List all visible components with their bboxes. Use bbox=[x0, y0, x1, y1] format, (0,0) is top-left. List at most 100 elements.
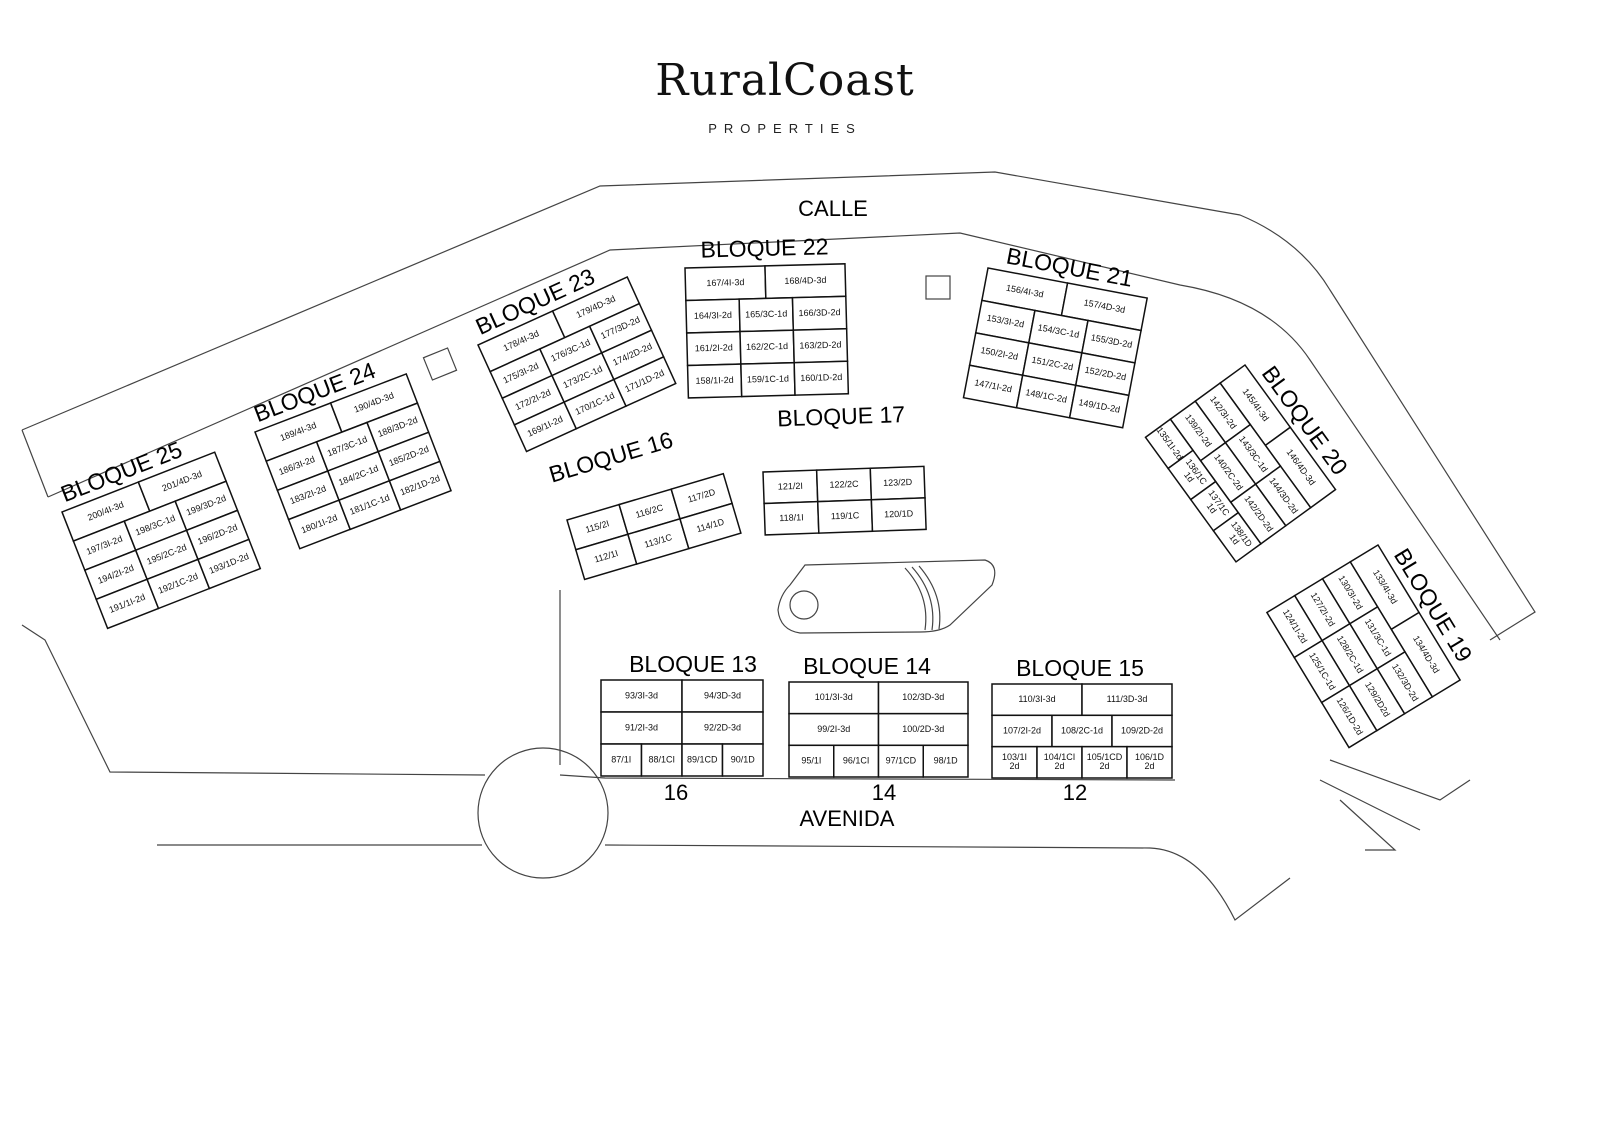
unit-cell[interactable]: 102/3D-3d bbox=[877, 681, 969, 715]
unit-cell[interactable]: 165/3C-1d bbox=[738, 296, 795, 333]
unit-cell[interactable]: 193/1D-2d bbox=[197, 538, 262, 590]
unit-cell[interactable]: 199/3D-2d bbox=[174, 480, 239, 532]
unit-cell[interactable]: 174/2D-2d bbox=[600, 329, 665, 381]
unit-cell[interactable]: 201/4D-3d bbox=[137, 451, 228, 513]
unit-cell[interactable]: 185/2D-2d bbox=[377, 431, 441, 482]
unit-cell[interactable]: 196/2D-2d bbox=[185, 509, 250, 561]
block-label: BLOQUE 15 bbox=[1016, 655, 1144, 681]
unit-cell[interactable]: 152/2D-2d bbox=[1074, 352, 1136, 397]
unit-cell[interactable]: 87/1I bbox=[600, 743, 643, 777]
unit-cell[interactable]: 162/2C-1d bbox=[739, 329, 795, 365]
unit-cell[interactable]: 182/1D-2d bbox=[388, 460, 453, 511]
unit-cell[interactable]: 125/1C-1d bbox=[1293, 639, 1351, 704]
block-bloque-16: BLOQUE 16115/2I116/2C117/2D112/1I113/1C1… bbox=[546, 426, 742, 581]
unit-cell[interactable]: 124/1I-2d bbox=[1265, 594, 1324, 659]
unit-cell[interactable]: 149/1D-2d bbox=[1068, 384, 1130, 429]
blocks: BLOQUE 25200/4I-3d201/4D-3d197/3I-2d198/… bbox=[57, 233, 1478, 779]
unit-outline bbox=[1081, 683, 1173, 717]
unit-cell[interactable]: 168/4D-3d bbox=[764, 263, 847, 300]
unit-cell[interactable]: 166/3D-2d bbox=[791, 295, 848, 331]
unit-cell[interactable]: 155/3D-2d bbox=[1080, 319, 1142, 364]
unit-cell[interactable]: 121/2I bbox=[762, 469, 819, 505]
unit-cell[interactable]: 92/2D-3d bbox=[681, 711, 764, 745]
unit-cell[interactable]: 171/1D-2d bbox=[612, 355, 677, 408]
unit-cell[interactable]: 118/1I bbox=[763, 500, 820, 536]
unit-cell[interactable]: 153/3I-2d bbox=[974, 299, 1036, 344]
avenida-bottom-edge bbox=[157, 844, 1291, 921]
unit-cell[interactable]: 98/1D bbox=[922, 744, 969, 778]
unit-cell[interactable]: 177/3D-2d bbox=[588, 302, 653, 354]
unit-cell[interactable]: 135/1I-2d bbox=[1144, 418, 1195, 470]
unit-cell[interactable]: 137/1C1d bbox=[1189, 480, 1240, 532]
unit-cell[interactable]: 122/2C bbox=[815, 467, 873, 503]
unit-cell[interactable]: 123/2D bbox=[869, 465, 926, 501]
unit-cell[interactable]: 154/3C-1d bbox=[1027, 309, 1089, 354]
unit-cell[interactable]: 95/1I bbox=[788, 744, 835, 778]
unit-cell[interactable]: 90/1D bbox=[721, 743, 764, 777]
unit-cell[interactable]: 167/4I-3d bbox=[684, 265, 767, 302]
unit-cell[interactable]: 111/3D-3d bbox=[1081, 683, 1173, 717]
unit-label: 162/2C-1d bbox=[746, 341, 788, 352]
unit-cell[interactable]: 88/1CI bbox=[640, 743, 683, 777]
unit-cell[interactable]: 110/3I-3d bbox=[991, 683, 1083, 717]
unit-outline bbox=[877, 712, 969, 747]
unit-cell[interactable]: 159/1C-1d bbox=[740, 361, 796, 398]
unit-cell[interactable]: 186/3I-2d bbox=[265, 440, 329, 492]
unit-label-line: 106/1D bbox=[1135, 752, 1165, 762]
unit-label: 87/1I bbox=[611, 754, 631, 764]
unit-outline bbox=[1126, 745, 1173, 779]
unit-cell[interactable]: 132/3D-2d bbox=[1376, 650, 1434, 715]
unit-cell[interactable]: 94/3D-3d bbox=[681, 679, 764, 713]
unit-cell[interactable]: 158/1I-2d bbox=[686, 363, 743, 399]
unit-cell[interactable]: 120/1D bbox=[870, 497, 927, 532]
unit-cell[interactable]: 164/3I-2d bbox=[685, 298, 741, 334]
pool-steps bbox=[904, 565, 941, 631]
unit-cell[interactable]: 192/1C-2d bbox=[146, 558, 211, 610]
unit-cell[interactable]: 188/3D-2d bbox=[366, 402, 430, 453]
unit-cell[interactable]: 109/2D-2d bbox=[1111, 714, 1173, 748]
unit-cell[interactable]: 129/2D2d bbox=[1348, 667, 1406, 732]
unit-cell[interactable]: 131/3C-1d bbox=[1348, 605, 1406, 670]
unit-cell[interactable]: 148/1C-2d bbox=[1015, 374, 1077, 419]
unit-cell[interactable]: 108/2C-1d bbox=[1051, 714, 1113, 748]
unit-outline bbox=[600, 679, 683, 713]
unit-cell[interactable]: 179/4D-3d bbox=[551, 275, 641, 339]
unit-cell[interactable]: 126/1D-2d bbox=[1320, 684, 1378, 749]
unit-cell[interactable]: 101/3I-3d bbox=[788, 681, 880, 715]
unit-cell[interactable]: 161/2I-2d bbox=[685, 330, 742, 367]
unit-cell[interactable]: 160/1D-2d bbox=[793, 360, 850, 396]
unit-cell[interactable]: 93/3I-3d bbox=[600, 679, 683, 713]
unit-cell[interactable]: 195/2C-2d bbox=[134, 529, 199, 581]
unit-cell[interactable]: 170/1C-1d bbox=[563, 378, 628, 430]
unit-cell[interactable]: 100/2D-3d bbox=[877, 712, 969, 747]
unit-cell[interactable]: 97/1CD bbox=[877, 744, 924, 778]
unit-cell[interactable]: 169/1I-2d bbox=[513, 401, 578, 453]
unit-cell[interactable]: 197/3I-2d bbox=[72, 520, 137, 572]
unit-cell[interactable]: 127/2I-2d bbox=[1293, 577, 1351, 642]
unit-cell[interactable]: 89/1CD bbox=[681, 743, 724, 777]
unit-cell[interactable]: 133/4I-3d bbox=[1349, 543, 1421, 631]
unit-cell[interactable]: 189/4I-3d bbox=[254, 402, 343, 463]
unit-cell[interactable]: 190/4D-3d bbox=[329, 372, 419, 434]
unit-cell[interactable]: 157/4D-3d bbox=[1060, 282, 1149, 332]
unit-cell[interactable]: 107/2I-2d bbox=[991, 714, 1053, 748]
unit-cell[interactable]: 183/2I-2d bbox=[276, 470, 340, 521]
unit-cell[interactable]: 163/2D-2d bbox=[792, 328, 849, 364]
unit-cell[interactable]: 99/2I-3d bbox=[788, 712, 880, 747]
unit-cell[interactable]: 114/1D bbox=[679, 502, 742, 550]
unit-cell[interactable]: 113/1C bbox=[626, 517, 690, 565]
unit-outline bbox=[991, 745, 1038, 779]
street-label-avenida: AVENIDA bbox=[800, 806, 895, 831]
roundabout bbox=[477, 747, 609, 879]
roads bbox=[21, 171, 1536, 921]
unit-cell[interactable]: 96/1CI bbox=[833, 744, 880, 778]
unit-label-line: 2d bbox=[1144, 761, 1154, 771]
unit-cell[interactable]: 119/1C bbox=[816, 498, 874, 534]
unit-cell[interactable]: 150/2I-2d bbox=[968, 331, 1030, 377]
unit-cell[interactable]: 91/2I-3d bbox=[600, 711, 683, 745]
